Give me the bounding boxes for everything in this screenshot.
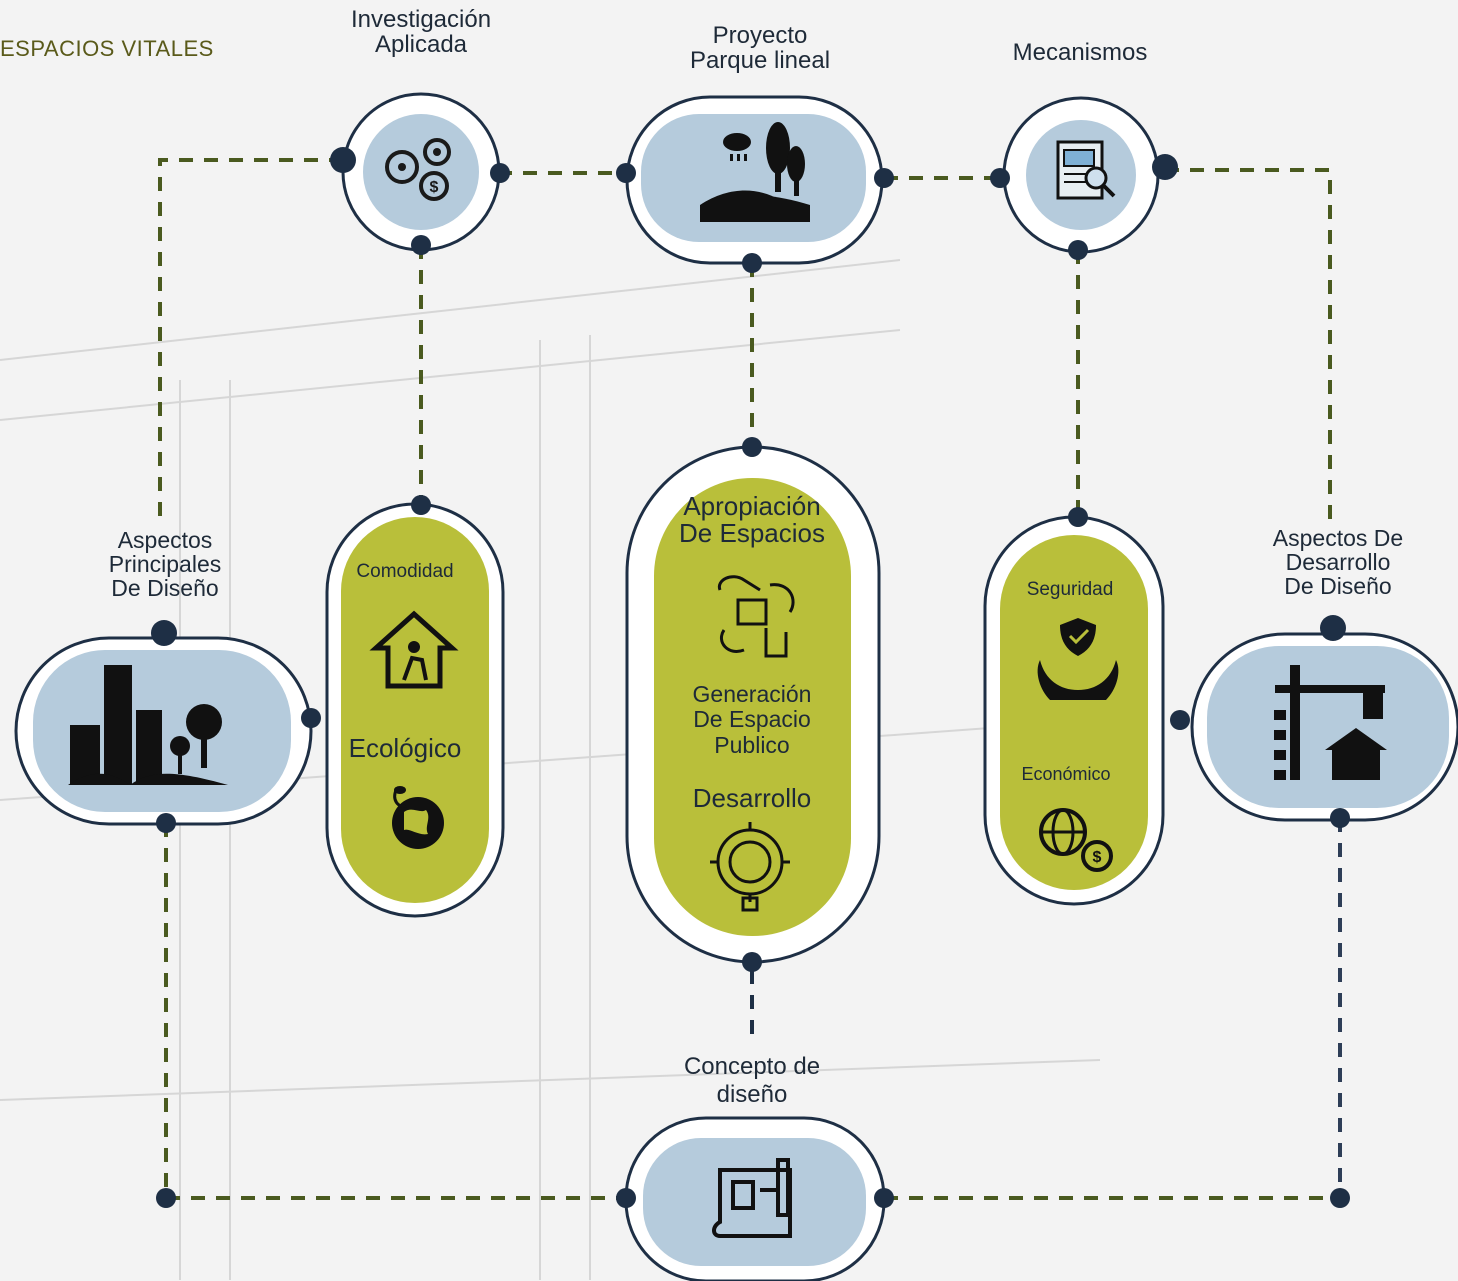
park-landscape-icon [700, 122, 810, 222]
label-line: De Diseño [111, 575, 219, 602]
label-line: Aspectos De [1272, 525, 1404, 551]
svg-text:$: $ [430, 179, 439, 196]
label-line: diseño [716, 1080, 788, 1108]
label-line: Parque lineal [689, 47, 831, 75]
label-aspectos-desarrollo: Aspectos De Desarrollo De Diseño [1238, 525, 1438, 600]
blueprint-icon [712, 1158, 792, 1238]
pill-left-item-ecologico: Ecológico [348, 733, 462, 763]
pill-center [625, 445, 881, 964]
label-line: Concepto de [683, 1053, 821, 1080]
label-aspectos-principales: Aspectos Principales De Diseño [65, 527, 265, 602]
connector-dots [151, 147, 1350, 1208]
label-investigacion: Investigación Aplicada [321, 6, 521, 59]
label-line: Aspectos [117, 527, 213, 553]
construction-crane-icon [1274, 665, 1387, 780]
label-line: Publico [714, 731, 790, 758]
label-line: De Diseño [1284, 573, 1392, 600]
home-person-icon [369, 610, 459, 689]
shield-hands-icon [1037, 618, 1119, 700]
diagram-title: ESPACIOS VITALES [0, 36, 214, 61]
label-line: Aplicada [374, 31, 468, 59]
globe-dollar-icon: $ [1039, 808, 1113, 872]
label-line: Proyecto [712, 22, 808, 49]
label-line: Mecanismos [1012, 39, 1148, 66]
label-proyecto: Proyecto Parque lineal [660, 22, 860, 75]
label-mecanismos: Mecanismos [980, 40, 1180, 65]
gear-bulb-icon [710, 822, 790, 912]
eco-globe-icon [392, 786, 444, 849]
label-line: Apropiación [683, 491, 821, 521]
pill-left [325, 502, 505, 918]
pill-left-item-comodidad: Comodidad [356, 561, 454, 582]
label-concepto: Concepto de diseño [652, 1053, 852, 1108]
hands-puzzle-icon [717, 575, 795, 658]
pill-right-item-seguridad: Seguridad [1026, 579, 1114, 600]
node-aspectos-principales [14, 636, 313, 826]
label-line: Investigación [350, 6, 492, 33]
connector-lines [158, 158, 1342, 1200]
node-aspectos-desarrollo [1190, 632, 1458, 822]
node-investigacion [341, 92, 501, 252]
city-trees-icon [68, 665, 228, 785]
label-line: Principales [108, 551, 222, 578]
background-sketch [0, 259, 1101, 1280]
pill-right-item-economico: Económico [1021, 764, 1111, 784]
svg-text:$: $ [1093, 849, 1102, 866]
pill-center-item-desarrollo: Desarrollo [692, 783, 812, 813]
gears-dollar-icon: $ [385, 138, 451, 201]
label-line: De Espacio [693, 706, 811, 733]
label-line: Generación [692, 681, 812, 707]
pill-center-item-generacion: Generación De Espacio Publico [652, 681, 852, 758]
pill-center-item-apropiacion: Apropiación De Espacios [652, 491, 852, 549]
node-proyecto [625, 95, 884, 265]
label-line: Desarrollo [1285, 549, 1391, 576]
document-search-icon [1056, 140, 1116, 200]
label-line: De Espacios [679, 518, 825, 549]
pill-right [983, 515, 1165, 906]
